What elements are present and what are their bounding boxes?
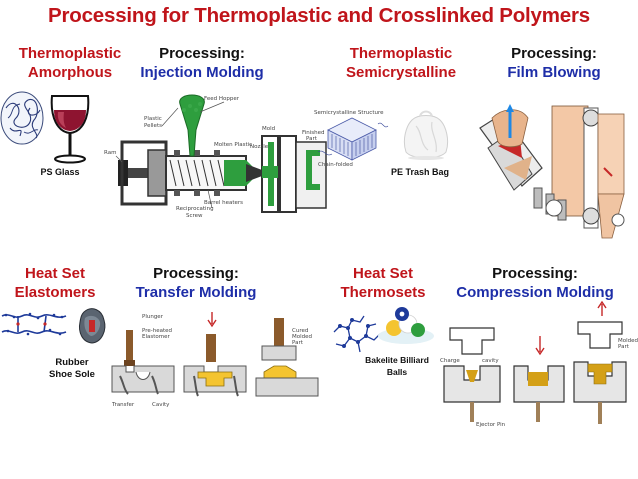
svg-text:Finished: Finished	[302, 130, 325, 136]
semicrystalline-line1: Thermoplastic	[349, 45, 453, 62]
trash-bag-image	[403, 110, 449, 160]
billiard-balls-image	[378, 307, 434, 344]
svg-text:Elastomer: Elastomer	[142, 334, 171, 340]
svg-text:Nozzle: Nozzle	[250, 144, 269, 150]
process-name: Injection Molding	[140, 64, 264, 81]
process-name: Film Blowing	[507, 64, 601, 81]
svg-text:Part: Part	[306, 136, 318, 142]
amorphous-chain-image	[0, 91, 44, 145]
semicrystalline-heading: Thermoplastic Semicrystalline	[330, 44, 472, 82]
processing-label: Processing:	[511, 45, 597, 62]
bakelite-caption-line2: Balls	[386, 367, 408, 377]
bakelite-caption-line1: Bakelite Billiard	[365, 355, 429, 365]
svg-text:Barrel heaters: Barrel heaters	[204, 200, 243, 206]
processing-label: Processing:	[153, 265, 239, 282]
bakelite-caption: Bakelite Billiard Balls	[352, 354, 442, 378]
injection-heading: Processing: Injection Molding	[128, 44, 276, 82]
amorphous-heading: Thermoplastic Amorphous	[6, 44, 134, 82]
elastomers-heading: Heat Set Elastomers	[2, 264, 108, 302]
svg-text:Plastic: Plastic	[144, 116, 162, 122]
compression-heading: Processing: Compression Molding	[442, 264, 628, 302]
amorphous-line1: Thermoplastic	[18, 45, 122, 62]
rubber-caption-line1: Rubber	[55, 357, 89, 368]
svg-text:Mold: Mold	[262, 126, 275, 132]
svg-text:Chain-folded: Chain-folded	[318, 162, 353, 168]
elastomers-line1: Heat Set	[24, 265, 86, 282]
svg-text:Molten Plastic: Molten Plastic	[214, 142, 252, 148]
phenolic-network-image	[333, 315, 381, 353]
svg-text:cavity: cavity	[482, 358, 499, 364]
thermosets-heading: Heat Set Thermosets	[330, 264, 436, 302]
film-blowing-diagram	[479, 104, 625, 239]
svg-text:Pellets: Pellets	[144, 123, 162, 129]
elastomers-line2: Elastomers	[14, 284, 96, 301]
semicrystalline-line2: Semicrystalline	[345, 64, 457, 81]
process-name: Transfer Molding	[135, 284, 257, 301]
pe-bag-caption: PE Trash Bag	[390, 167, 450, 177]
wine-glass-image	[50, 95, 90, 164]
svg-text:Cured: Cured	[292, 328, 308, 334]
svg-text:Pre-heated: Pre-heated	[142, 328, 172, 334]
svg-text:Charge: Charge	[440, 358, 460, 364]
svg-text:Cavity: Cavity	[152, 402, 170, 408]
rubber-caption-line2: Shoe Sole	[49, 369, 95, 380]
thermosets-line2: Thermosets	[340, 284, 426, 301]
svg-text:Part: Part	[618, 344, 630, 350]
svg-text:Feed Hopper: Feed Hopper	[204, 96, 240, 102]
lamellae-diagram: Semicrystalline Structure Chain-folded	[314, 110, 389, 168]
svg-text:Plunger: Plunger	[142, 314, 164, 320]
amorphous-line2: Amorphous	[27, 64, 113, 81]
svg-text:Transfer: Transfer	[111, 402, 135, 408]
svg-text:Ram: Ram	[104, 150, 116, 156]
page-title: Processing for Thermoplastic and Crossli…	[48, 4, 590, 27]
svg-text:Ejector Pin: Ejector Pin	[476, 422, 506, 428]
shoe-sole-image	[79, 308, 106, 344]
filmblowing-heading: Processing: Film Blowing	[484, 44, 624, 82]
processing-label: Processing:	[159, 45, 245, 62]
transfer-heading: Processing: Transfer Molding	[120, 264, 272, 302]
svg-text:Part: Part	[292, 340, 304, 346]
svg-text:Semicrystalline Structure: Semicrystalline Structure	[314, 110, 384, 116]
rubber-caption: Rubber Shoe Sole	[42, 357, 102, 381]
svg-text:Screw: Screw	[186, 213, 203, 219]
ps-glass-caption: PS Glass	[40, 167, 80, 177]
processing-label: Processing:	[492, 265, 578, 282]
process-name: Compression Molding	[456, 284, 614, 301]
svg-text:Reciprocating: Reciprocating	[176, 206, 214, 212]
svg-text:Molded: Molded	[618, 338, 638, 344]
crosslinked-network-image	[1, 312, 67, 336]
svg-text:Molded: Molded	[292, 334, 312, 340]
thermosets-line1: Heat Set	[352, 265, 414, 282]
